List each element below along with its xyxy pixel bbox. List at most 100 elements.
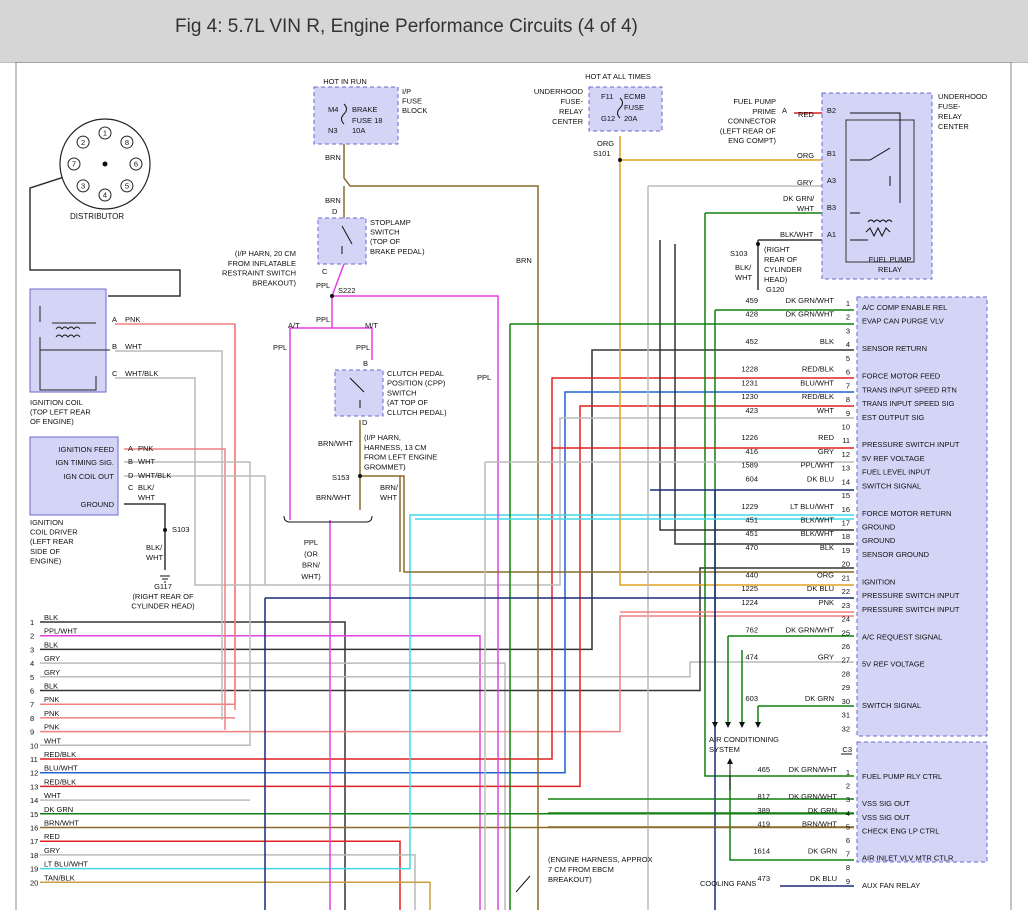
pcm-wire-color: BLK [820, 543, 834, 552]
cooling-fans-label: COOLING FANS [700, 879, 756, 888]
coil-driver-label: IGNITION [30, 518, 63, 527]
pcm-pin-number: 24 [842, 615, 850, 624]
distributor-terminal-number: 1 [103, 129, 107, 138]
ppl-label: PPL [316, 281, 330, 290]
cpp-label: SWITCH [387, 388, 417, 397]
pcm-wire-color: BLK/WHT [801, 516, 835, 525]
pcm-pin-function: FUEL LEVEL INPUT [862, 468, 931, 477]
c3-pin-function: AUX FAN RELAY [862, 881, 920, 890]
coil-driver-pin-letter: D [128, 471, 134, 480]
blk-wht-ground-17 [659, 240, 854, 531]
blk-wht-label: BLK/ [146, 543, 163, 552]
s103-left-label: S103 [172, 525, 190, 534]
distributor-terminal [120, 179, 134, 193]
cpp-label: (AT TOP OF [387, 398, 428, 407]
pcm-pin-function: 5V REF VOLTAGE [862, 454, 925, 463]
pcm-circuit-number: 474 [745, 653, 758, 662]
relay-wire-org: ORG [797, 151, 814, 160]
coil-pin-letter: B [112, 342, 117, 351]
pcm-circuit-number: 416 [745, 447, 758, 456]
harness-wire-color: PPL/WHT [44, 627, 78, 636]
pcm-wire-color: WHT [817, 406, 834, 415]
title-bar: Fig 4: 5.7L VIN R, Engine Performance Ci… [0, 0, 1028, 63]
harness-wire-number: 19 [30, 865, 38, 874]
pcm-pin-function: GROUND [862, 536, 896, 545]
ecmb-fuse-name: ECMB [624, 92, 646, 101]
c3-pin-number: 5 [846, 822, 850, 831]
ip-fuse-block-label: FUSE [402, 97, 422, 106]
coil-driver-pin-color: WHT [138, 493, 155, 502]
coil-wire-pnk [115, 323, 236, 710]
c3-wire-color: DK GRN/WHT [789, 765, 838, 774]
relay-wire-blkwht: BLK/WHT [780, 230, 814, 239]
ip-harn2-label: FROM LEFT ENGINE [364, 453, 437, 462]
s101-label: S101 [593, 149, 611, 158]
ppl-or-label: BRN/ [302, 561, 321, 570]
ip-fuse-block-label: I/P [402, 87, 411, 96]
harness-wire-number: 3 [30, 645, 34, 654]
g117-label: G117 [154, 582, 172, 591]
relay-center-label: RELAY [938, 112, 962, 121]
pcm-pin-function: A/C REQUEST SIGNAL [862, 632, 942, 641]
pcm-circuit-number: 1228 [741, 365, 758, 374]
ip-harn-label: BREAKOUT) [252, 278, 296, 287]
distributor-label: DISTRIBUTOR [70, 212, 124, 221]
s103-right-label: S103 [730, 249, 748, 258]
coil-driver-box [29, 436, 119, 516]
pin-d2: D [362, 418, 368, 427]
coil-pin-letter: C [112, 369, 118, 378]
pcm-circuit-number: 423 [745, 406, 758, 415]
engine-harness-label: BREAKOUT) [548, 875, 592, 884]
pcm-pin-number: 31 [842, 711, 850, 720]
pcm-circuit-number: 452 [745, 337, 758, 346]
pcm-pin-function: EVAP CAN PURGE VLV [862, 317, 944, 326]
org-label: ORG [597, 139, 614, 148]
fuel-pump-prime-label: PRIME [752, 107, 776, 116]
stoplamp-label: SWITCH [370, 228, 400, 237]
coil-wire-wht [115, 350, 223, 720]
harness-wire-color: RED/BLK [44, 750, 76, 759]
driver-wire-pnk [124, 448, 226, 730]
harness-wire-20 [40, 881, 431, 910]
pcm-circuit-number: 603 [745, 694, 758, 703]
coil-driver-pin-name: IGN TIMING SIG. [55, 458, 114, 467]
harness-wire-18 [40, 854, 416, 910]
pcm-pin-number: 10 [842, 422, 850, 431]
ac-system-label: AIR CONDITIONING [709, 735, 779, 744]
pcm-pin-number: 18 [842, 532, 850, 541]
relay-pin-id: B1 [827, 149, 836, 158]
harness-wire-11 [40, 377, 854, 760]
pcm-pin-function: PRESSURE SWITCH INPUT [862, 591, 960, 600]
fuel-pump-relay-label: RELAY [878, 265, 902, 274]
relay-wire-dkgrn2: WHT [797, 204, 814, 213]
pcm-pin-number: 13 [842, 464, 850, 473]
high-voltage-coil-wire [29, 163, 181, 297]
coil-driver-pin-name: IGNITION FEED [59, 445, 115, 454]
c3-pin-function: CHECK ENG LP CTRL [862, 826, 939, 835]
pcm-pin-function: FORCE MOTOR FEED [862, 372, 941, 381]
relay-coil-icon [865, 219, 893, 238]
pcm-pin-number: 5 [846, 354, 850, 363]
pcm-pin-function: A/C COMP ENABLE REL [862, 303, 947, 312]
coil-secondary-icon [55, 326, 81, 330]
relay-center-label: UNDERHOOD [938, 92, 988, 101]
harness-wire-number: 7 [30, 700, 34, 709]
c3-connector [856, 741, 988, 863]
pcm-pin-number: 28 [842, 669, 850, 678]
ac-system-label: SYSTEM [709, 745, 740, 754]
pcm-pin-number: 21 [842, 573, 850, 582]
fuse-icon [341, 103, 347, 125]
relay-center-label: CENTER [938, 122, 969, 131]
harness-wire-number: 17 [30, 837, 38, 846]
ppl-wire-mt [332, 327, 373, 360]
ac-arrow [712, 722, 718, 728]
c3-pin-number: 9 [846, 877, 850, 886]
distributor-terminal-number: 7 [72, 160, 76, 169]
pcm-pin-number: 22 [842, 587, 850, 596]
distributor-terminal-number: 4 [103, 191, 107, 200]
c3-wire-color: BRN/WHT [802, 819, 837, 828]
harness-wire-number: 11 [30, 755, 38, 764]
wire-layer [29, 112, 854, 910]
hot-in-run-label: HOT IN RUN [323, 77, 367, 86]
stoplamp-label: BRAKE PEDAL) [370, 247, 425, 256]
